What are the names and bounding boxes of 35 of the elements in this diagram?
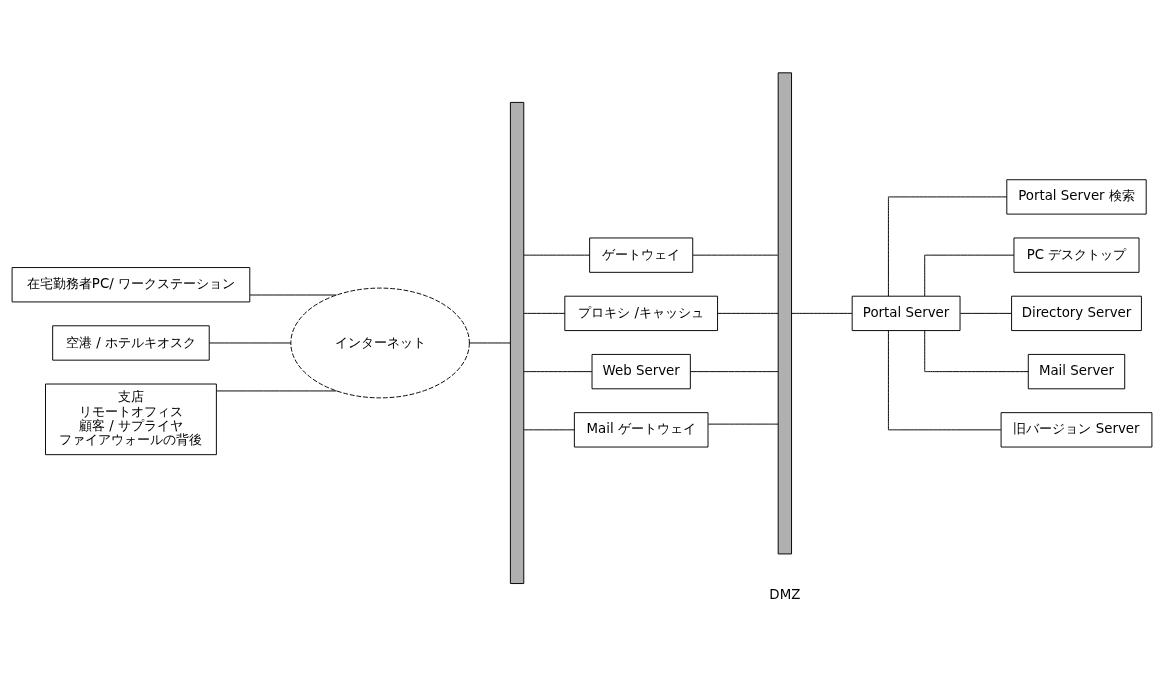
node-box: Mail Server — [1027, 353, 1126, 390]
connector — [523, 254, 590, 256]
node-box: 空港 / ホテルキオスク — [52, 325, 210, 361]
connector — [692, 254, 779, 256]
node-bar — [777, 72, 792, 555]
node-box: プロキシ /キャッシュ — [564, 295, 719, 332]
node-box: Web Server — [591, 353, 691, 390]
connector — [707, 423, 779, 425]
connector — [924, 254, 1015, 297]
connector — [791, 312, 853, 314]
connector — [887, 330, 1002, 431]
label: DMZ — [769, 586, 801, 602]
connector — [717, 312, 779, 314]
connector — [887, 196, 1008, 297]
node-box: 支店 リモートオフィス 顧客 / サプライヤ ファイアウォールの背後 — [45, 383, 217, 456]
node-box: PC デスクトップ — [1013, 237, 1140, 273]
connector — [216, 390, 338, 392]
connector — [208, 342, 292, 344]
connector — [960, 312, 1012, 314]
node-box: Portal Server — [851, 295, 961, 332]
connector — [469, 342, 511, 344]
node-box: 在宅勤務者PC/ ワークステーション — [11, 267, 251, 303]
connector — [924, 330, 1029, 373]
node-box: Portal Server 検索 — [1006, 179, 1147, 215]
node-ellipse: インターネット — [290, 287, 470, 399]
connector — [523, 312, 566, 314]
node-box: 旧バージョン Server — [1000, 412, 1153, 448]
connector — [523, 429, 575, 431]
connector — [249, 294, 337, 296]
node-box: ゲートウェイ — [589, 237, 694, 273]
node-box: Directory Server — [1011, 295, 1142, 332]
node-box: Mail ゲートウェイ — [573, 412, 709, 448]
connector — [690, 371, 779, 373]
connector — [523, 371, 593, 373]
node-bar — [509, 101, 525, 584]
